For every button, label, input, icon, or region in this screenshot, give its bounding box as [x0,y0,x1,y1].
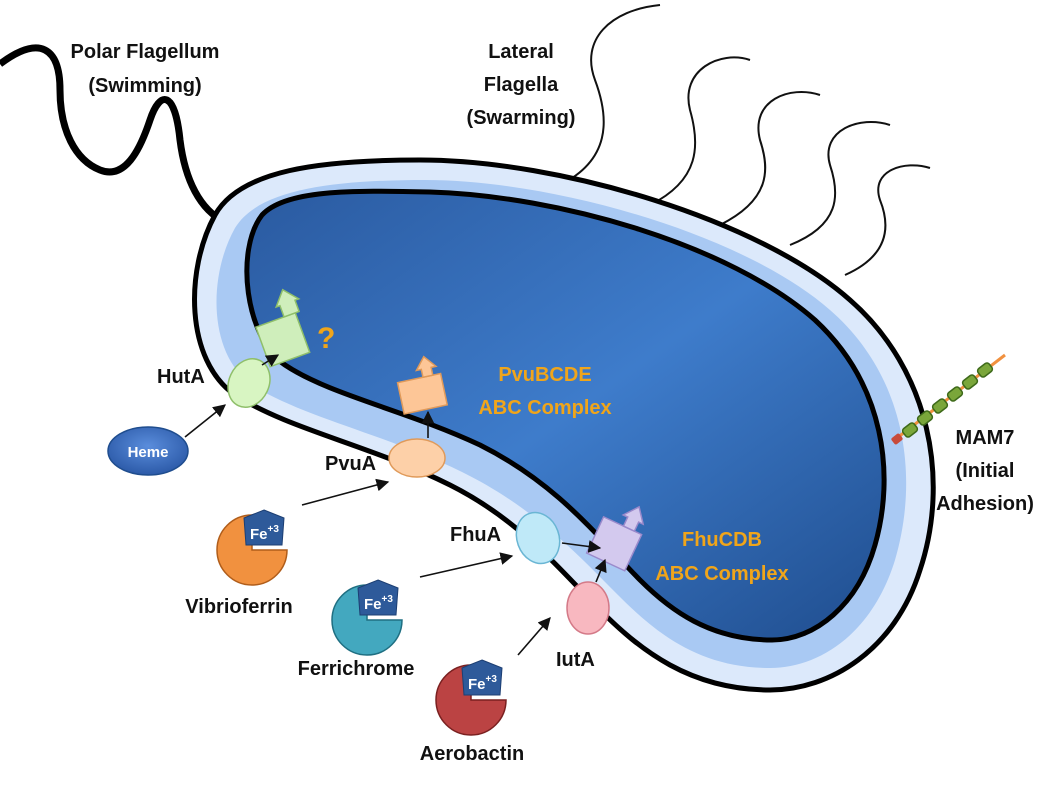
polar-flagellum-label: Polar Flagellum (Swimming) [71,41,220,97]
svg-text:Adhesion): Adhesion) [936,493,1034,515]
svg-text:MAM7: MAM7 [956,427,1015,449]
ferrichrome-to-fhua-arrow [419,552,514,578]
pvubcde-label: PvuBCDE ABC Complex [478,364,611,419]
pvubcde-transporter [396,355,449,415]
unknown-transporter-question: ? [317,322,335,355]
mam7-label: MAM7 (Initial Adhesion) [936,427,1034,515]
huta-transporter [254,288,311,368]
huta-label: HutA [157,366,205,388]
svg-text:Flagella: Flagella [484,74,559,96]
svg-text:FhuCDB: FhuCDB [682,529,762,551]
huta-to-transporter-arrow [261,354,280,367]
heme-molecule: Heme [107,426,189,476]
ferrichrome-label: Ferrichrome [298,658,415,680]
mam7-adhesin [891,353,1006,445]
fhua-to-fhucdb-arrow [561,540,602,553]
aerobactin-label: Aerobactin [420,743,524,765]
cytoplasm [244,188,887,643]
lateral-flagella [559,4,931,276]
svg-text:ABC Complex: ABC Complex [478,397,611,419]
lateral-flagella-label: Lateral Flagella (Swarming) [467,41,576,129]
svg-text:(Initial: (Initial [956,460,1015,482]
ferrichrome-siderophore: Fe+3 [331,579,403,656]
svg-text:(Swarming): (Swarming) [467,107,576,129]
pvua-receptor [388,438,446,478]
fhucdb-label: FhuCDB ABC Complex [655,529,788,585]
aerobactin-fe-label: Fe+3 [468,674,497,693]
pvua-label: PvuA [325,453,376,475]
svg-text:Polar Flagellum: Polar Flagellum [71,41,220,63]
fhucdb-transporter [585,505,645,572]
vibrioferrin-to-pvua-arrow [301,478,390,506]
svg-text:(Swimming): (Swimming) [88,75,201,97]
vibrioferrin-siderophore: Fe+3 [216,509,288,586]
huta-receptor [227,358,271,408]
aerobactin-siderophore: Fe+3 [435,659,507,736]
vibrioferrin-fe-label: Fe+3 [250,524,279,543]
iuta-receptor [566,581,610,635]
fhua-label: FhuA [450,524,501,546]
heme-label: Heme [128,444,169,461]
svg-text:PvuBCDE: PvuBCDE [498,364,591,386]
iuta-to-fhucdb-arrow [594,558,607,583]
heme-to-huta-arrow [184,404,226,438]
iuta-label: IutA [556,649,595,671]
aerobactin-to-iuta-arrow [517,617,551,656]
polar-flagellum [0,44,227,226]
fhua-receptor [515,511,561,565]
vibrioferrin-label: Vibrioferrin [185,596,292,618]
svg-text:Lateral: Lateral [488,41,554,63]
svg-text:ABC Complex: ABC Complex [655,563,788,585]
ferrichrome-fe-label: Fe+3 [364,594,393,613]
